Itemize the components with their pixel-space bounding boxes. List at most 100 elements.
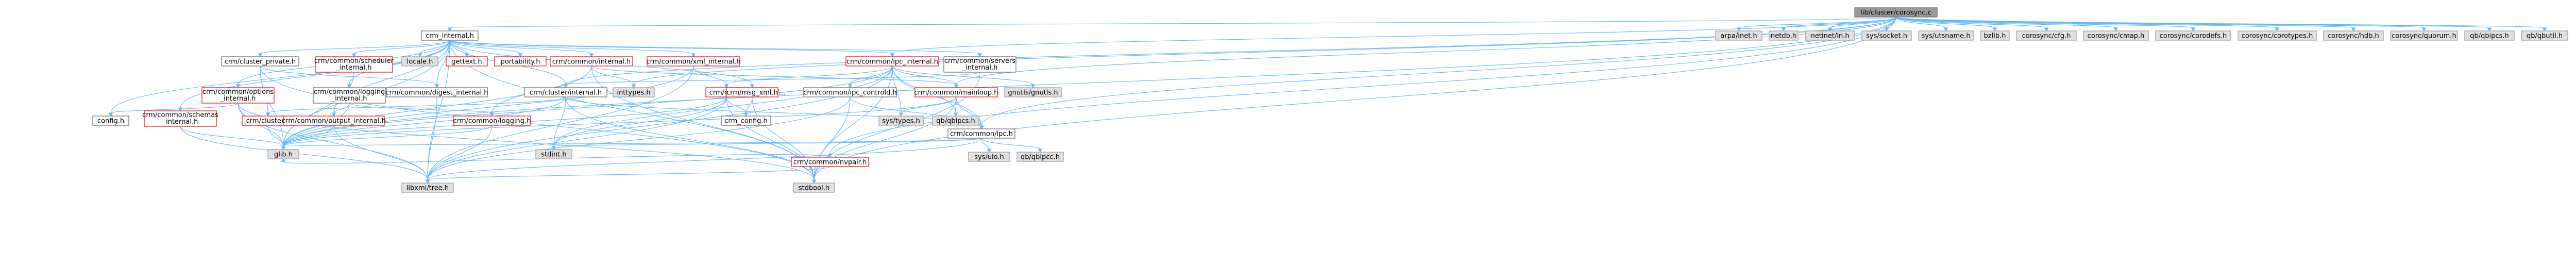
node-gnutls: gnutls/gnutls.h [1004,87,1062,97]
node-label: glib.h [274,151,293,159]
node-gettext[interactable]: gettext.h [446,56,488,67]
edge-ipc_h-to-stdint [551,138,982,150]
node-stdbool: stdbool.h [793,183,835,193]
node-ipc-h[interactable]: crm/common/ipc.h [947,128,1015,139]
node-label: crm/common/scheduler_internal.h [314,57,394,72]
edge-msg_xml-to-crm_config [743,96,753,117]
node-logging-internal[interactable]: crm/common/logging_internal.h [313,87,386,104]
node-corosync-cmap: corosync/cmap.h [2083,30,2149,41]
node-cluster-h[interactable]: crm/cluster.h [242,116,294,126]
node-label: crm/common/nvpair.h [793,159,867,167]
node-glib: glib.h [267,149,299,159]
edge-root-to-corosync_corotypes [1895,17,2280,31]
node-corosync-corodefs: corosync/corodefs.h [2155,30,2231,41]
node-ipc-controld[interactable]: crm/common/ipc_controld.h [803,87,897,97]
node-corosync-quorum: corosync/quorum.h [2390,30,2458,41]
edge-crm_internal-to-config [108,40,450,117]
node-libxml: libxml/tree.h [401,183,454,193]
edge-ipc_internal-to-gnutls [892,65,1036,88]
node-msg-xml[interactable]: crm/msg_xml.h [726,87,778,97]
node-label: crm/msg_xml.h [726,89,778,97]
edge-crm_internal-to-servers_internal [449,40,982,57]
edge-cluster_h-to-glib [267,125,286,150]
edge-schemas_internal-to-glib [180,126,286,150]
node-label: sys/uio.h [974,154,1004,161]
edge-root-to-mainloop [954,17,1896,88]
node-common-internal[interactable]: crm/common/internal.h [550,56,633,67]
node-label: corosync/hdb.h [2328,32,2379,40]
node-label: crm/common/schemas_internal.h [142,111,218,126]
node-label: crm/common/xml_internal.h [646,58,740,66]
node-label: crm/common/output_internal.h [282,118,386,125]
edge-root-to-bzlib [1895,17,1997,31]
node-servers-internal[interactable]: crm/common/servers_internal.h [943,56,1016,73]
node-label: crm/cluster/internal.h [530,89,602,97]
edge-root-to-arpa_inet [1736,17,1896,31]
node-label: crm/common/logging.h [453,118,531,125]
node-label: lib/cluster/corosync.c [1860,9,1931,17]
node-cluster-internal[interactable]: crm/cluster/internal.h [524,87,607,97]
node-root: lib/cluster/corosync.c [1854,7,1938,18]
edge-common_logging-to-libxml [425,125,493,184]
edge-crm_internal-to-schemas_internal [178,40,450,111]
node-inttypes: inttypes.h [613,87,655,97]
node-label: sys/utsname.h [1922,32,1971,40]
node-crm-internal[interactable]: crm_internal.h [421,30,479,41]
node-label: crm/common/mainloop.h [914,89,998,97]
edge-crm_internal-to-xml_internal [449,40,696,57]
node-label: portability.h [500,58,540,66]
edge-crm_internal-to-ipc_internal [449,40,895,57]
node-label: netdb.h [1771,32,1797,40]
node-output-internal[interactable]: crm/common/output_internal.h [282,116,386,126]
node-xml-internal[interactable]: crm/common/xml_internal.h [646,56,741,67]
node-label: crm_config.h [724,118,768,125]
node-label: arpa/inet.h [1720,32,1757,40]
edge-options_internal-to-glib [238,103,286,150]
node-label: corosync/cmap.h [2088,32,2145,40]
node-corosync-cfg: corosync/cfg.h [2016,30,2077,41]
node-schemas-internal[interactable]: crm/common/schemas_internal.h [142,110,218,127]
edge-xml_internal-to-crm_h [693,65,729,88]
node-sys-uio: sys/uio.h [968,152,1010,162]
node-common-logging[interactable]: crm/common/logging.h [453,116,531,126]
node-label: crm/common/digest_internal.h [385,89,488,97]
edge-mainloop-to-ipc_h [956,96,984,129]
graph-nodes: lib/cluster/corosync.c crm_internal.h arpa… [92,7,2568,193]
node-label: netinet/in.h [1811,32,1850,40]
node-qb-qbipcs2: qb/qbipcs.h [932,116,979,126]
node-digest-internal[interactable]: crm/common/digest_internal.h [385,87,488,97]
node-config[interactable]: config.h [92,116,129,126]
node-crm-config[interactable]: crm_config.h [721,116,771,126]
edge-ipc_internal-to-glib [281,65,893,150]
node-label: sys/types.h [882,118,920,125]
edge-root-to-corosync_corodefs [1895,17,2196,31]
node-arpa-inet: arpa/inet.h [1715,30,1762,41]
node-label: crm/common/internal.h [552,58,631,66]
node-label: corosync/quorum.h [2392,32,2456,40]
node-label: qb/qbipcc.h [1021,154,1060,161]
node-options-internal[interactable]: crm/common/options_internal.h [201,87,275,104]
edge-crm_internal-to-output_internal [331,40,450,117]
node-label: crm/common/options_internal.h [202,88,274,103]
edge-servers_internal-to-cluster_internal [563,72,980,88]
node-label: gettext.h [451,58,482,66]
node-label: corosync/corodefs.h [2160,32,2227,40]
node-ipc-internal[interactable]: crm/common/ipc_internal.h [845,56,939,67]
node-mainloop[interactable]: crm/common/mainloop.h [914,87,998,97]
node-sched-internal[interactable]: crm/common/scheduler_internal.h [314,56,394,73]
node-label: libxml/tree.h [406,185,449,192]
edge-root-to-glib [281,17,1896,150]
edge-root-to-qb_qbutil [1895,17,2547,31]
node-netdb: netdb.h [1769,30,1799,41]
node-qb-qbipcs: qb/qbipcs.h [2464,30,2515,41]
edge-ipc_h-to-qb_qbipcc [981,138,1043,153]
node-nvpair[interactable]: crm/common/nvpair.h [791,157,869,167]
node-locale: locale.h [401,56,438,67]
edge-root-to-crm_internal [447,17,1896,31]
node-cluster-private[interactable]: crm/cluster_private.h [221,56,299,67]
node-label: crm/common/logging_internal.h [314,88,385,103]
edge-msg_xml-to-stdbool [752,96,817,184]
node-portability[interactable]: portability.h [494,56,547,67]
node-label: locale.h [407,58,433,66]
